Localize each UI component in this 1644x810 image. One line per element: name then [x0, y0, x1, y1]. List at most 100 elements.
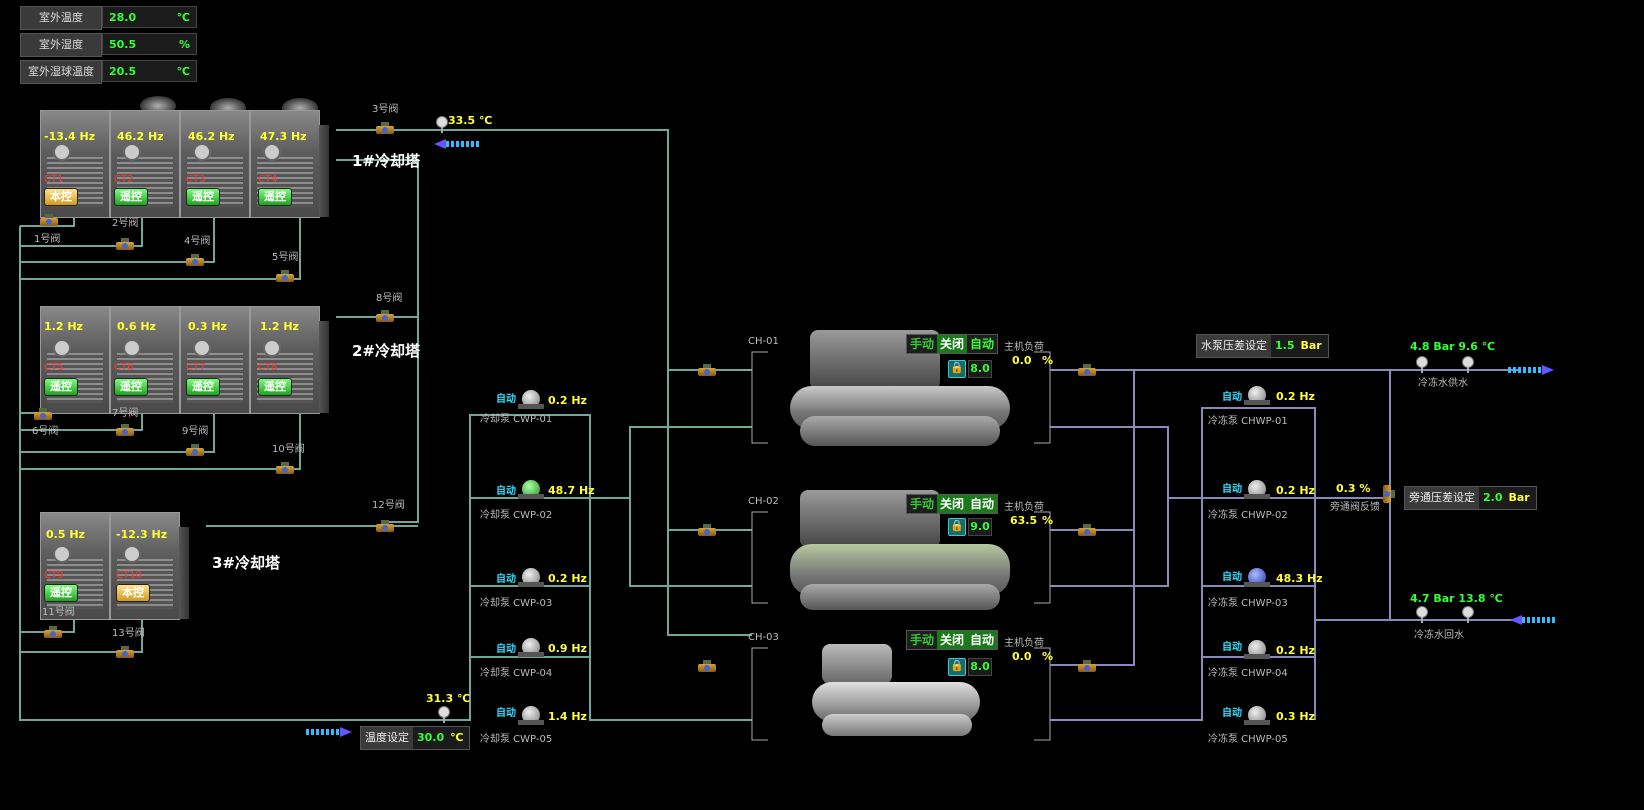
- ct8-mode-button[interactable]: 遥控: [258, 378, 292, 396]
- chwp-05-pump[interactable]: [1244, 706, 1270, 725]
- bypass-valve[interactable]: [1383, 485, 1395, 503]
- ch-03-auto-button[interactable]: 自动: [967, 631, 998, 649]
- cwp-02-pump[interactable]: [518, 480, 544, 499]
- cooling-supply-temp: 33.5 ℃: [448, 114, 493, 127]
- cwp-04-hz: 0.9 Hz: [548, 642, 587, 655]
- cwp-01-hz: 0.2 Hz: [548, 394, 587, 407]
- ct10-mode-button[interactable]: 本控: [116, 584, 150, 602]
- bypass-dp-setting-panel[interactable]: 旁通压差设定 2.0 Bar: [1404, 486, 1537, 510]
- ch-01-mode-selector[interactable]: 手动 关闭 自动: [906, 334, 999, 354]
- ct6-mode-button[interactable]: 遥控: [114, 378, 148, 396]
- flow-arrow-right-icon: [306, 727, 352, 737]
- ch-03-setpoint[interactable]: 8.0: [968, 658, 992, 676]
- chiller-valve[interactable]: [1078, 364, 1096, 376]
- chwp-01-pump[interactable]: [1244, 386, 1270, 405]
- ct4-hz: 47.3 Hz: [260, 130, 307, 143]
- fan-icon: [193, 339, 211, 357]
- fan-icon: [53, 545, 71, 563]
- chwp-02-mode: 自动: [1222, 484, 1242, 495]
- ch-02-off-button[interactable]: 关闭: [937, 495, 968, 513]
- valve-2-label: 2号阀: [112, 218, 139, 229]
- lock-icon[interactable]: [948, 658, 966, 676]
- ch-01-off-button[interactable]: 关闭: [937, 335, 968, 353]
- ch-01-auto-button[interactable]: 自动: [970, 337, 995, 351]
- lock-icon[interactable]: [948, 360, 966, 378]
- ct4-mode-button[interactable]: 遥控: [258, 188, 292, 206]
- valve-3-label: 3号阀: [372, 104, 399, 115]
- cwp-05-mode: 自动: [496, 708, 516, 719]
- ct5-id: CT5: [44, 362, 64, 373]
- chiller-ch-03[interactable]: [812, 644, 980, 744]
- ct1-mode-button[interactable]: 本控: [44, 188, 78, 206]
- ct5-hz: 1.2 Hz: [44, 320, 83, 333]
- ch-03-mode-selector[interactable]: 手动 关闭 自动: [906, 630, 999, 650]
- valve-12[interactable]: [376, 520, 394, 532]
- valve-7[interactable]: [116, 424, 134, 436]
- chwp-03-name: 冷冻泵 CHWP-03: [1208, 598, 1288, 609]
- cwp-03-pump[interactable]: [518, 568, 544, 587]
- valve-4[interactable]: [186, 254, 204, 266]
- cwp-01-pump[interactable]: [518, 390, 544, 409]
- chwp-02-pump[interactable]: [1244, 480, 1270, 499]
- ch-02-auto-button[interactable]: 自动: [967, 495, 998, 513]
- ct4-id: CT4: [258, 174, 278, 185]
- cooling-tower-ct9[interactable]: [40, 512, 110, 620]
- chilled-supply-label: 冷冻水供水: [1418, 378, 1468, 389]
- outdoor-humidity-label: 室外湿度: [20, 33, 102, 57]
- cooling-tower-ct10[interactable]: [110, 512, 189, 620]
- chwp-05-name: 冷冻泵 CHWP-05: [1208, 734, 1288, 745]
- valve-2[interactable]: [116, 238, 134, 250]
- chiller-valve[interactable]: [1078, 660, 1096, 672]
- outdoor-temp-row: 室外温度 28.0℃: [20, 6, 197, 30]
- chwp-01-mode: 自动: [1222, 392, 1242, 403]
- pump-dp-setting-panel[interactable]: 水泵压差设定 1.5 Bar: [1196, 334, 1329, 358]
- valve-3[interactable]: [376, 122, 394, 134]
- pump-dp-value[interactable]: 1.5: [1271, 335, 1299, 357]
- valve-1[interactable]: [40, 214, 58, 226]
- valve-5[interactable]: [276, 270, 294, 282]
- ct3-mode-button[interactable]: 遥控: [186, 188, 220, 206]
- lock-icon[interactable]: [948, 518, 966, 536]
- valve-6-label: 6号阀: [32, 426, 59, 437]
- ch-02-label: CH-02: [748, 496, 779, 507]
- chiller-valve[interactable]: [698, 364, 716, 376]
- tower-group2-title: 2#冷却塔: [352, 342, 421, 360]
- ch-01-manual-button[interactable]: 手动: [910, 337, 935, 351]
- ch-02-setpoint[interactable]: 9.0: [968, 518, 992, 536]
- ch-02-manual-button[interactable]: 手动: [910, 497, 935, 511]
- chwp-03-hz: 48.3 Hz: [1276, 572, 1323, 585]
- chwp-03-pump[interactable]: [1244, 568, 1270, 587]
- ct7-mode-button[interactable]: 遥控: [186, 378, 220, 396]
- ct2-mode-button[interactable]: 遥控: [114, 188, 148, 206]
- bypass-dp-value[interactable]: 2.0: [1479, 487, 1507, 509]
- ch-01-label: CH-01: [748, 336, 779, 347]
- valve-8[interactable]: [376, 310, 394, 322]
- flow-arrow-left-icon: [434, 139, 480, 149]
- valve-11[interactable]: [44, 626, 62, 638]
- valve-7-label: 7号阀: [112, 408, 139, 419]
- temperature-gauge-icon: [438, 706, 450, 723]
- valve-10[interactable]: [276, 462, 294, 474]
- cwp-04-pump[interactable]: [518, 638, 544, 657]
- ct9-mode-button[interactable]: 遥控: [44, 584, 78, 602]
- temp-setting-panel[interactable]: 温度设定 30.0 ℃: [360, 726, 471, 750]
- valve-6[interactable]: [34, 408, 52, 420]
- temp-setting-value[interactable]: 30.0: [413, 727, 449, 749]
- ch-02-load-label: 主机负荷: [1004, 502, 1044, 513]
- ch-03-manual-button[interactable]: 手动: [910, 633, 935, 647]
- valve-9[interactable]: [186, 444, 204, 456]
- cwp-03-hz: 0.2 Hz: [548, 572, 587, 585]
- ct9-hz: 0.5 Hz: [46, 528, 85, 541]
- chiller-valve[interactable]: [1078, 524, 1096, 536]
- cooling-tower-ct3[interactable]: [180, 110, 250, 218]
- ch-01-setpoint[interactable]: 8.0: [968, 360, 992, 378]
- cwp-05-pump[interactable]: [518, 706, 544, 725]
- valve-13[interactable]: [116, 646, 134, 658]
- ch-02-mode-selector[interactable]: 手动 关闭 自动: [906, 494, 999, 514]
- chiller-valve[interactable]: [698, 660, 716, 672]
- chwp-04-pump[interactable]: [1244, 640, 1270, 659]
- outdoor-wetbulb-row: 室外湿球温度 20.5℃: [20, 60, 197, 84]
- chiller-valve[interactable]: [698, 524, 716, 536]
- ct5-mode-button[interactable]: 遥控: [44, 378, 78, 396]
- ch-03-off-button[interactable]: 关闭: [937, 631, 968, 649]
